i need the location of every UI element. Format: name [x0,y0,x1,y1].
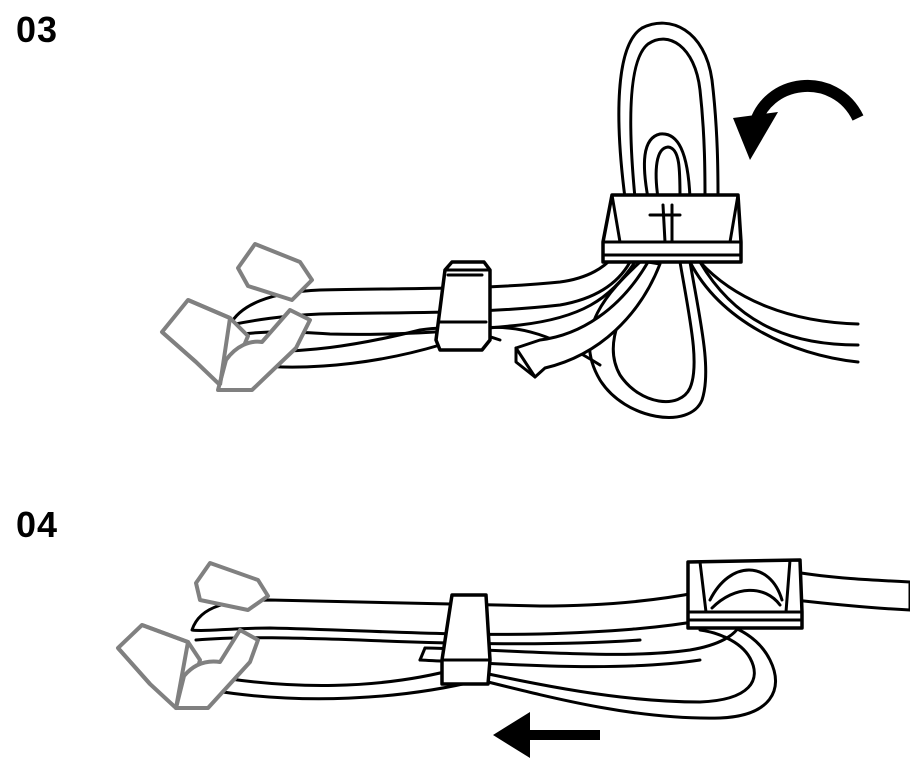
strap-lower-loop-inner-04 [203,628,756,704]
step-number-04: 04 [16,504,59,545]
strap-end-right-outer [698,260,860,326]
strap-main-04-inner [194,636,642,646]
strap-keeper-03 [434,260,492,352]
arrow-left-icon [493,712,600,758]
strap-loop-lower-outer [587,260,708,419]
strap-loose-tail [514,260,662,379]
strap-end-right-edge [698,260,860,347]
strap-end-right-04 [793,570,910,612]
strap-loop-upper-inner2 [654,145,682,200]
strap-loop-upper-outer [617,21,720,200]
strap-lower-loop-outer-04 [208,618,777,720]
hook-03 [160,242,314,392]
strap-loop-upper-mid [629,37,707,200]
buckle-03 [601,193,743,264]
strap-loop-upper-inner [642,132,692,200]
step-03-illustration [160,21,864,419]
step-number-03: 03 [16,9,59,50]
strap-loose-tail-edge [514,346,537,379]
strap-keeper-04 [440,593,492,686]
curved-rotate-arrow-icon [733,80,864,160]
buckle-04 [686,558,804,630]
hook-04 [116,561,270,710]
strap-end-right-inner [688,260,860,364]
strap-loop-lower-inner [611,260,696,403]
strap-tail-tip-04 [418,646,427,662]
step-04-illustration [116,558,910,758]
